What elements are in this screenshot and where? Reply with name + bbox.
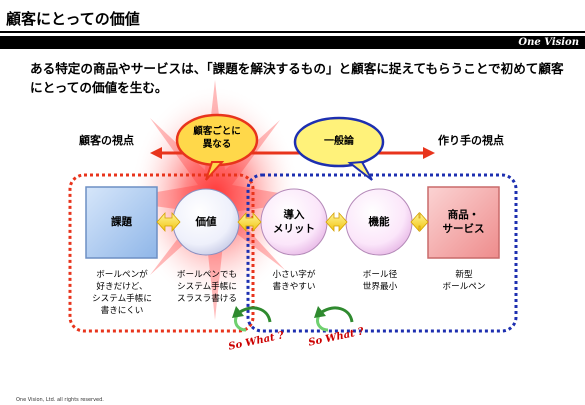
problem-label: 課題 [111, 216, 132, 228]
double-arrow-1 [156, 211, 181, 233]
maker-group-box [246, 173, 518, 333]
problem-desc: ボールペンが 好きだけど、 システム手帳に 書きにくい [92, 270, 152, 316]
value-label: 価値 [195, 216, 217, 228]
double-arrow-3 [325, 211, 348, 233]
slide-title: 顧客にとっての価値 [6, 10, 140, 28]
so-what-arrow-1 [232, 306, 272, 332]
customer-callout [175, 113, 259, 181]
function-desc: ボール径 世界最小 [362, 270, 398, 292]
customer-callout-text: 顧客ごとに 異なる [193, 126, 241, 150]
benefit-desc: 小さい字が 書きやすい [272, 270, 316, 292]
product-label: 商品・ サービス [442, 209, 485, 235]
maker-perspective-label: 作り手の視点 [438, 134, 504, 147]
double-arrow-4 [410, 211, 429, 233]
value-desc: ボールペンでも システム手帳に スラスラ書ける [176, 270, 238, 304]
double-arrow-2 [237, 211, 262, 233]
benefit-label: 導入 メリット [273, 209, 315, 235]
brand-name: One Vision [518, 37, 579, 48]
customer-perspective-label: 顧客の視点 [79, 134, 134, 147]
brand-bar: One Vision [0, 36, 585, 49]
function-label: 機能 [368, 216, 390, 228]
product-desc: 新型 ボールペン [442, 270, 486, 292]
problem-box [85, 186, 158, 259]
lead-text: ある特定の商品やサービスは、「課題を解決するもの」と顧客に捉えてもらうことで初め… [30, 61, 564, 95]
so-what-arrow-2 [314, 306, 354, 332]
product-box [427, 186, 500, 259]
maker-callout [293, 116, 385, 181]
maker-callout-text: 一般論 [324, 136, 354, 147]
footer-copyright: One Vision, Ltd. all rights reserved. [16, 397, 104, 403]
customer-group-box [68, 173, 255, 333]
title-underline [0, 31, 585, 33]
